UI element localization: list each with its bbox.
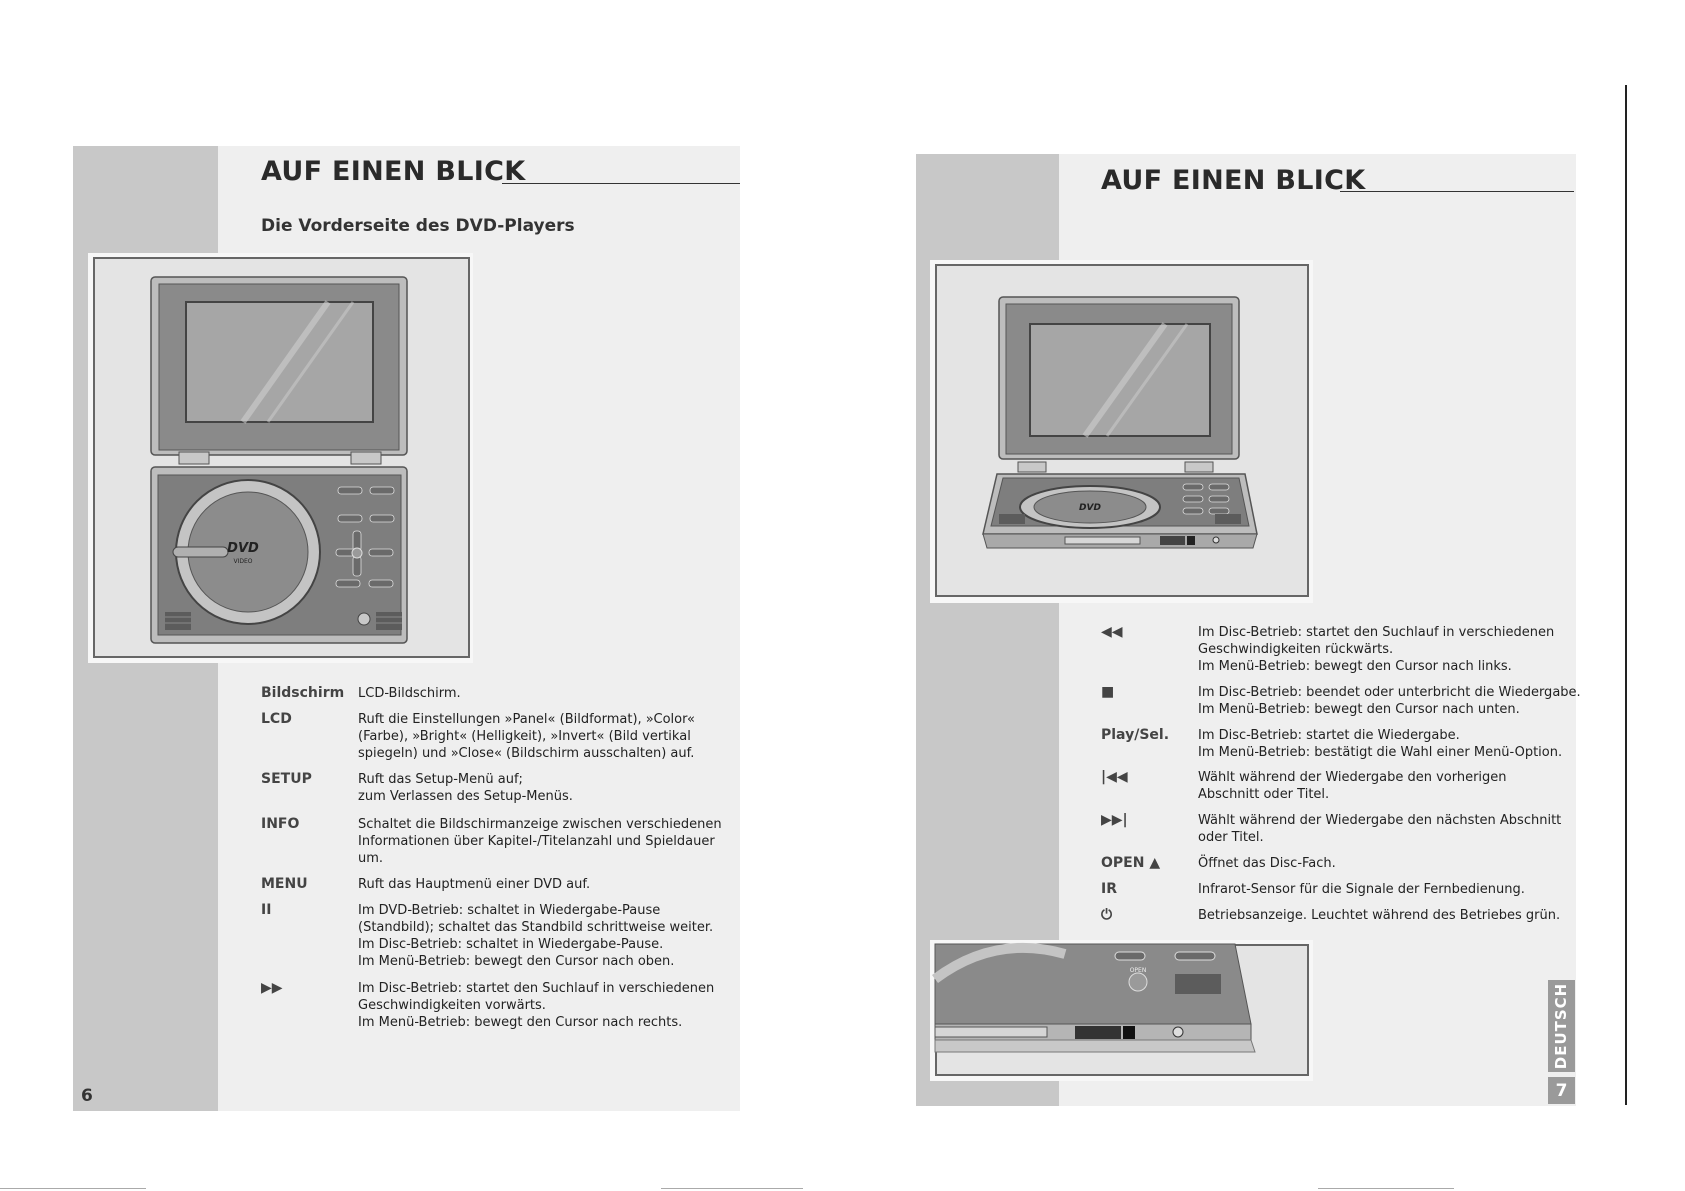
right-definition-desc: Öffnet das Disc-Fach. — [1198, 856, 1336, 871]
right-definition-term: ■ — [1101, 684, 1115, 700]
right-definition-item: IR Infrarot-Sensor für die Signale der Fe… — [1101, 881, 1525, 898]
left-definition-item: MENU Ruft das Hauptmenü einer DVD auf. — [261, 876, 590, 893]
right-definition-item: Play/Sel. Im Disc-Betrieb: startet die Wi… — [1101, 727, 1562, 761]
left-definition-desc: LCD-Bildschirm. — [358, 686, 461, 701]
left-dvd-logo: DVD — [227, 541, 259, 556]
left-subtitle: Die Vorderseite des DVD-Players — [261, 216, 575, 236]
left-definition-item: II Im DVD-Betrieb: schaltet in Wiedergabe… — [261, 902, 713, 970]
right-definition-term: ◀◀ — [1101, 624, 1123, 640]
right-definition-desc: Im Disc-Betrieb: beendet oder unterbrich… — [1198, 685, 1581, 717]
right-page-title: AUF EINEN BLICK — [1101, 165, 1366, 196]
right-definition-term: OPEN ▲ — [1101, 855, 1161, 871]
right-definition-desc: Wählt während der Wiedergabe den nächste… — [1198, 813, 1562, 845]
right-definition-desc: Im Disc-Betrieb: startet die Wiedergabe.… — [1198, 728, 1563, 760]
left-definition-term: MENU — [261, 876, 308, 892]
right-definition-item: ◀◀ Im Disc-Betrieb: startet den Suchlauf … — [1101, 624, 1554, 675]
left-definition-item: LCD Ruft die Einstellungen »Panel« (Bildf… — [261, 711, 695, 762]
left-definition-term: INFO — [261, 816, 300, 832]
right-title-rule — [1340, 191, 1574, 192]
left-definition-term: Bildschirm — [261, 685, 345, 701]
right-definition-item: |◀◀ Wählt während der Wiedergabe den vorh… — [1101, 769, 1507, 803]
right-definition-term: |◀◀ — [1101, 769, 1128, 785]
dvd-player-front-closeup: OPEN — [932, 942, 1256, 1053]
right-definition-term: IR — [1101, 881, 1117, 897]
right-page-number: 7 — [1548, 1077, 1575, 1104]
foot-line-1 — [0, 1188, 146, 1189]
language-tab: DEUTSCH — [1548, 980, 1575, 1072]
left-page-number: 6 — [81, 1086, 93, 1106]
left-definition-term: SETUP — [261, 771, 312, 787]
left-definition-desc: Ruft das Hauptmenü einer DVD auf. — [358, 877, 591, 892]
right-definition-item: ⏻ Betriebsanzeige. Leuchtet während des B… — [1101, 907, 1560, 924]
left-dvd-logo-sub: VIDEO — [233, 558, 252, 565]
left-definition-desc: Schaltet die Bildschirmanzeige zwischen … — [358, 817, 722, 866]
left-definition-item: INFO Schaltet die Bildschirmanzeige zwisc… — [261, 816, 722, 867]
right-definition-desc: Betriebsanzeige. Leuchtet während des Be… — [1198, 908, 1561, 923]
trim-line — [1625, 85, 1627, 1105]
right-definition-term: Play/Sel. — [1101, 727, 1170, 743]
right-definition-desc: Im Disc-Betrieb: startet den Suchlauf in… — [1198, 625, 1555, 674]
right-definition-term: ▶▶| — [1101, 812, 1128, 828]
left-definition-desc: Im Disc-Betrieb: startet den Suchlauf in… — [358, 981, 715, 1030]
language-tab-label: DEUTSCH — [1552, 982, 1571, 1070]
left-definition-desc: Ruft die Einstellungen »Panel« (Bildform… — [358, 712, 695, 761]
left-definition-item: ▶▶ Im Disc-Betrieb: startet den Suchlauf … — [261, 980, 714, 1031]
foot-line-2 — [661, 1188, 803, 1189]
left-definition-desc: Ruft das Setup-Menü auf; zum Verlassen d… — [358, 772, 573, 804]
right-definition-desc: Wählt während der Wiedergabe den vorheri… — [1198, 770, 1507, 802]
left-definition-term: LCD — [261, 711, 292, 727]
right-definition-item: ▶▶| Wählt während der Wiedergabe den näch… — [1101, 812, 1561, 846]
left-definition-desc: Im DVD-Betrieb: schaltet in Wiedergabe-P… — [358, 903, 714, 969]
left-definition-term: II — [261, 902, 272, 918]
left-page-title: AUF EINEN BLICK — [261, 156, 526, 187]
left-definition-item: Bildschirm LCD-Bildschirm. — [261, 685, 461, 702]
left-definition-term: ▶▶ — [261, 980, 283, 996]
closeup-open-label: OPEN — [1130, 967, 1147, 974]
right-definition-item: ■ Im Disc-Betrieb: beendet oder unterbric… — [1101, 684, 1581, 718]
dvd-player-top-illustration: DVD VIDEO — [150, 276, 408, 644]
right-definition-item: OPEN ▲ Öffnet das Disc-Fach. — [1101, 855, 1336, 872]
left-definition-item: SETUP Ruft das Setup-Menü auf; zum Verlas… — [261, 771, 573, 805]
right-dvd-logo: DVD — [1079, 503, 1101, 513]
dvd-player-angled-illustration: DVD — [982, 296, 1258, 549]
foot-line-3 — [1318, 1188, 1454, 1189]
right-definition-term: ⏻ — [1101, 907, 1113, 923]
left-title-rule — [502, 183, 740, 184]
right-definition-desc: Infrarot-Sensor für die Signale der Fern… — [1198, 882, 1525, 897]
